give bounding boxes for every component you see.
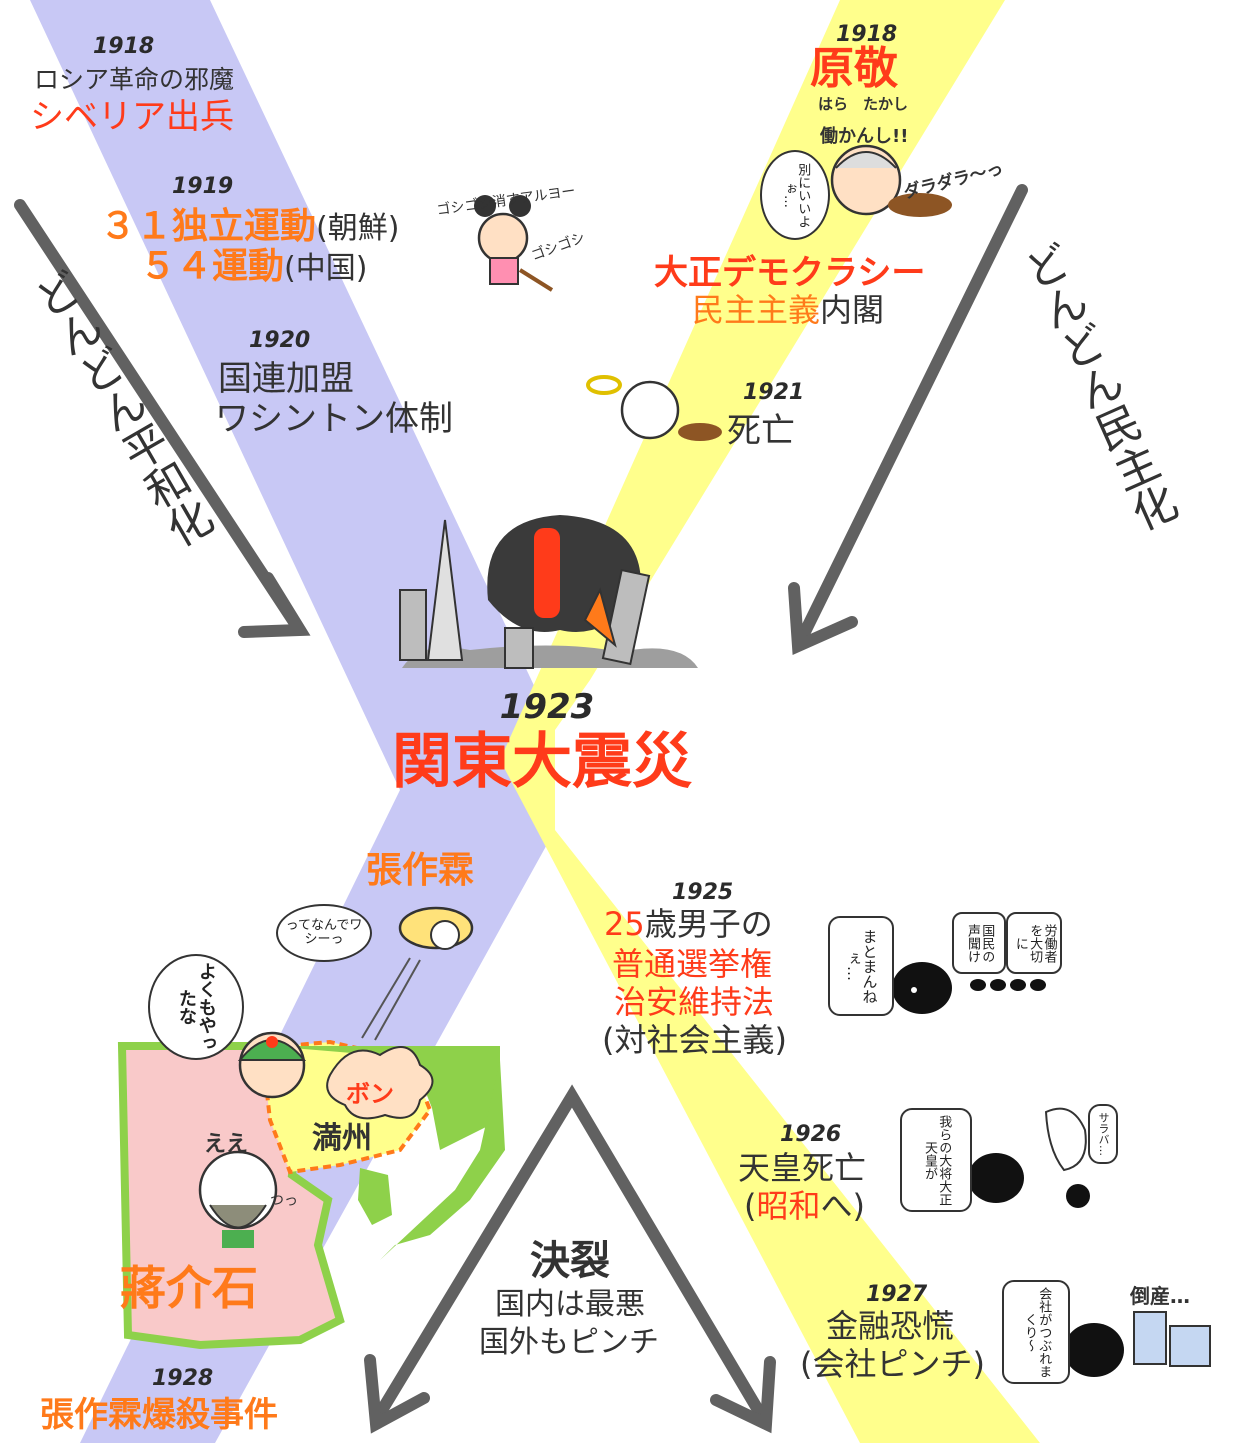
blob-1927: [1064, 1311, 1211, 1377]
siberia-note: ロシア革命の邪魔: [34, 65, 235, 94]
split-arrows: [364, 1084, 776, 1434]
girl-figure: [474, 195, 554, 292]
crowd-sign-2: 労働者を大切に: [1006, 912, 1062, 974]
to-label: へ): [820, 1187, 866, 1225]
ghost-speech-bubble: サラバ…: [1088, 1104, 1118, 1164]
democracy-band: [500, 0, 1040, 1443]
hara-takashi-name: 原敬: [810, 43, 898, 94]
korea-label: (朝鮮): [316, 211, 400, 246]
china-label: (中国): [284, 251, 368, 286]
blob-1925-speech-bubble: まとまんねぇ…: [828, 916, 894, 1016]
bankrupt-sfx: 倒産…: [1130, 1284, 1190, 1308]
great-kanto-earthquake: 関東大震災: [392, 727, 692, 797]
chiang-sfx-tsu: つっ: [270, 1193, 298, 1209]
map-japan: [380, 1060, 505, 1260]
bomb-sound: ボン: [346, 1080, 394, 1108]
zhang-figure: [361, 906, 474, 1041]
to-showa: (昭和へ): [744, 1188, 865, 1225]
hara-work-sfx: 働かんし!!: [820, 126, 909, 147]
showa-label: 昭和: [756, 1187, 821, 1225]
company-crisis: (会社ピンチ): [800, 1345, 985, 1383]
blob-1927-speech-bubble: 会社がつぶれまくり〜: [1002, 1280, 1070, 1384]
taisho-democracy: 大正デモクラシー: [654, 253, 926, 293]
hara-speech-bubble: 別にいいよぉ…: [760, 150, 830, 240]
manchuria-label: 満州: [312, 1121, 372, 1156]
domestic-worst: 国内は最悪: [495, 1287, 645, 1322]
party-cabinet: 民主主義内閣: [692, 292, 884, 329]
year-1921: 1921: [743, 380, 805, 405]
universal-suffrage-age: 25歳男子の: [604, 906, 773, 943]
chiang-kaishek-name: 蔣介石: [120, 1261, 258, 1315]
financial-panic: 金融恐慌: [826, 1307, 955, 1345]
democracy-label: 民主主義: [692, 291, 821, 329]
left-arrow: [14, 199, 311, 638]
map-korea: [358, 1168, 392, 1225]
bomb-burst: [326, 1046, 434, 1120]
blob-1925: [892, 962, 1046, 1014]
earthquake-scene: [399, 515, 698, 669]
male-label: 歳男子の: [644, 905, 773, 943]
siberia-intervention: シベリア出兵: [30, 97, 234, 137]
zhang-zuolin-name: 張作霖: [366, 850, 475, 891]
peace-preservation-law: 治安維持法: [614, 983, 775, 1021]
breakdown-title: 決裂: [530, 1238, 610, 1284]
blob-1926-speech-bubble: 我らの大将大正天皇が: [900, 1108, 972, 1212]
year-1920: 1920: [249, 328, 311, 353]
zhang-speech-bubble: ってなんでワシーっ: [276, 904, 372, 962]
washington-system: ワシントン体制: [215, 399, 453, 439]
year-1923: 1923: [499, 687, 595, 727]
right-arrow: [788, 184, 1028, 655]
league-of-nations: 国連加盟: [218, 359, 354, 399]
anti-socialism-note: (対社会主義): [602, 1021, 787, 1059]
chiang-sfx-ee: ええ: [204, 1132, 249, 1157]
march-first-label: ３１独立運動: [100, 206, 317, 247]
year-1918-right: 1918: [836, 22, 898, 47]
zhang-zuolin-assassination: 張作霖爆殺事件: [40, 1395, 278, 1435]
emperor-death: 天皇死亡: [738, 1149, 867, 1187]
year-1918-left: 1918: [93, 34, 155, 59]
age-25-label: 25: [604, 905, 645, 943]
hara-dead-figure: [586, 375, 722, 441]
japan-soldier-figure: [237, 1031, 307, 1099]
hara-takashi-reading: はら たかし: [818, 95, 909, 113]
paren-open: (: [744, 1187, 757, 1225]
chiang-figure: [198, 1150, 278, 1248]
blob-1926: [968, 1107, 1090, 1208]
map-land-north: [268, 1046, 500, 1150]
may-fourth-movement: ５４運動(中国): [140, 246, 367, 287]
may-fourth-label: ５４運動: [140, 246, 285, 287]
cabinet-label: 内閣: [820, 291, 885, 329]
japan-speech-bubble: よくもやったな: [148, 954, 244, 1060]
hara-death: 死亡: [727, 411, 795, 451]
hara-figure: [830, 144, 952, 217]
year-1928: 1928: [152, 1366, 214, 1391]
year-1919: 1919: [172, 174, 234, 199]
universal-suffrage: 普通選挙権: [612, 945, 773, 983]
foreign-crisis: 国外もピンチ: [479, 1325, 659, 1360]
crowd-sign-1: 国民の声聞け: [952, 912, 1006, 974]
year-1927: 1927: [866, 1282, 928, 1307]
march-first-movement: ３１独立運動(朝鮮): [100, 206, 399, 247]
year-1925: 1925: [672, 880, 734, 905]
year-1926: 1926: [780, 1122, 842, 1147]
